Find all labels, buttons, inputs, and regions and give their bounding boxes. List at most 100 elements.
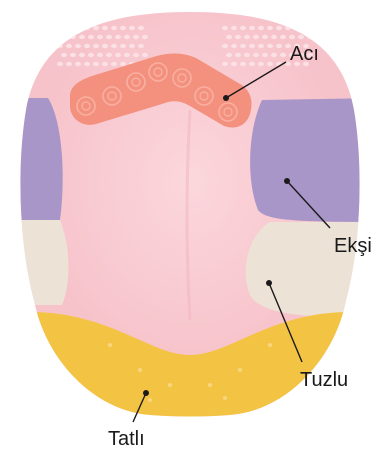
tatli-label: Tatlı — [108, 428, 145, 450]
papilla-dot — [244, 53, 250, 57]
papilla-dot — [66, 62, 72, 66]
eksi-label: Ekşi — [334, 235, 372, 257]
papilla-dot — [235, 53, 241, 57]
eksi-region-left — [0, 98, 63, 220]
papilla-dot — [231, 44, 237, 48]
papilla-dot — [271, 35, 277, 39]
papilla-dot — [61, 35, 67, 39]
papilla-dot — [97, 53, 103, 57]
papilla-dot — [124, 53, 130, 57]
papilla-dot — [258, 26, 264, 30]
papilla-dot — [66, 44, 72, 48]
papilla-dot — [57, 62, 63, 66]
papilla-dot — [253, 53, 259, 57]
papilla-dot — [102, 26, 108, 30]
aci-label: Acı — [290, 43, 319, 65]
papilla-dot — [75, 44, 81, 48]
papilla-dot — [138, 26, 144, 30]
papilla-dot — [240, 44, 246, 48]
papilla-dot — [267, 44, 273, 48]
papilla-dot — [240, 26, 246, 30]
tatli-papilla — [108, 343, 112, 347]
papilla-dot — [88, 35, 94, 39]
papilla-dot — [271, 53, 277, 57]
papilla-dot — [124, 35, 130, 39]
papilla-dot — [307, 35, 313, 39]
tatli-papilla — [168, 383, 172, 387]
papilla-dot — [222, 26, 228, 30]
papilla-dot — [97, 35, 103, 39]
papilla-dot — [249, 26, 255, 30]
papilla-dot — [120, 62, 126, 66]
papilla-dot — [106, 35, 112, 39]
papilla-dot — [258, 44, 264, 48]
papilla-dot — [111, 26, 117, 30]
papilla-dot — [88, 53, 94, 57]
papilla-dot — [222, 62, 228, 66]
tatli-papilla — [238, 368, 242, 372]
eksi-region-right — [250, 98, 380, 222]
papilla-dot — [285, 26, 291, 30]
papilla-dot — [75, 62, 81, 66]
papilla-dot — [289, 35, 295, 39]
papilla-dot — [84, 62, 90, 66]
tuzlu-label: Tuzlu — [300, 369, 348, 391]
papilla-dot — [249, 44, 255, 48]
papilla-dot — [93, 62, 99, 66]
papilla-dot — [102, 44, 108, 48]
papilla-dot — [222, 44, 228, 48]
papilla-dot — [298, 35, 304, 39]
papilla-dot — [84, 26, 90, 30]
papilla-dot — [93, 44, 99, 48]
papilla-dot — [79, 53, 85, 57]
papilla-dot — [244, 35, 250, 39]
papilla-dot — [57, 26, 63, 30]
tatli-papilla — [208, 383, 212, 387]
papilla-dot — [102, 62, 108, 66]
tuzlu-region-left — [0, 220, 69, 305]
papilla-dot — [106, 53, 112, 57]
tatli-papilla — [138, 368, 142, 372]
papilla-dot — [249, 62, 255, 66]
papilla-dot — [226, 35, 232, 39]
papilla-dot — [276, 44, 282, 48]
papilla-dot — [280, 35, 286, 39]
papilla-dot — [133, 35, 139, 39]
papilla-dot — [57, 44, 63, 48]
papilla-dot — [253, 35, 259, 39]
papilla-dot — [262, 35, 268, 39]
papilla-dot — [120, 44, 126, 48]
papilla-dot — [111, 44, 117, 48]
papilla-dot — [231, 26, 237, 30]
papilla-dot — [262, 53, 268, 57]
papilla-dot — [120, 26, 126, 30]
papilla-dot — [61, 53, 67, 57]
papilla-dot — [70, 35, 76, 39]
papilla-dot — [235, 35, 241, 39]
papilla-dot — [240, 62, 246, 66]
papilla-dot — [226, 53, 232, 57]
papilla-dot — [138, 44, 144, 48]
papilla-dot — [267, 26, 273, 30]
papilla-dot — [66, 26, 72, 30]
papilla-dot — [142, 35, 148, 39]
papilla-dot — [70, 53, 76, 57]
tatli-papilla — [148, 398, 152, 402]
papilla-dot — [133, 53, 139, 57]
papilla-dot — [258, 62, 264, 66]
papilla-dot — [93, 26, 99, 30]
papilla-dot — [142, 53, 148, 57]
papilla-dot — [129, 26, 135, 30]
papilla-dot — [303, 26, 309, 30]
papilla-dot — [79, 35, 85, 39]
papilla-dot — [75, 26, 81, 30]
papilla-dot — [129, 44, 135, 48]
tatli-papilla — [223, 396, 227, 400]
papilla-dot — [115, 53, 121, 57]
papilla-dot — [84, 44, 90, 48]
papilla-dot — [280, 53, 286, 57]
papilla-dot — [115, 35, 121, 39]
papilla-dot — [111, 62, 117, 66]
